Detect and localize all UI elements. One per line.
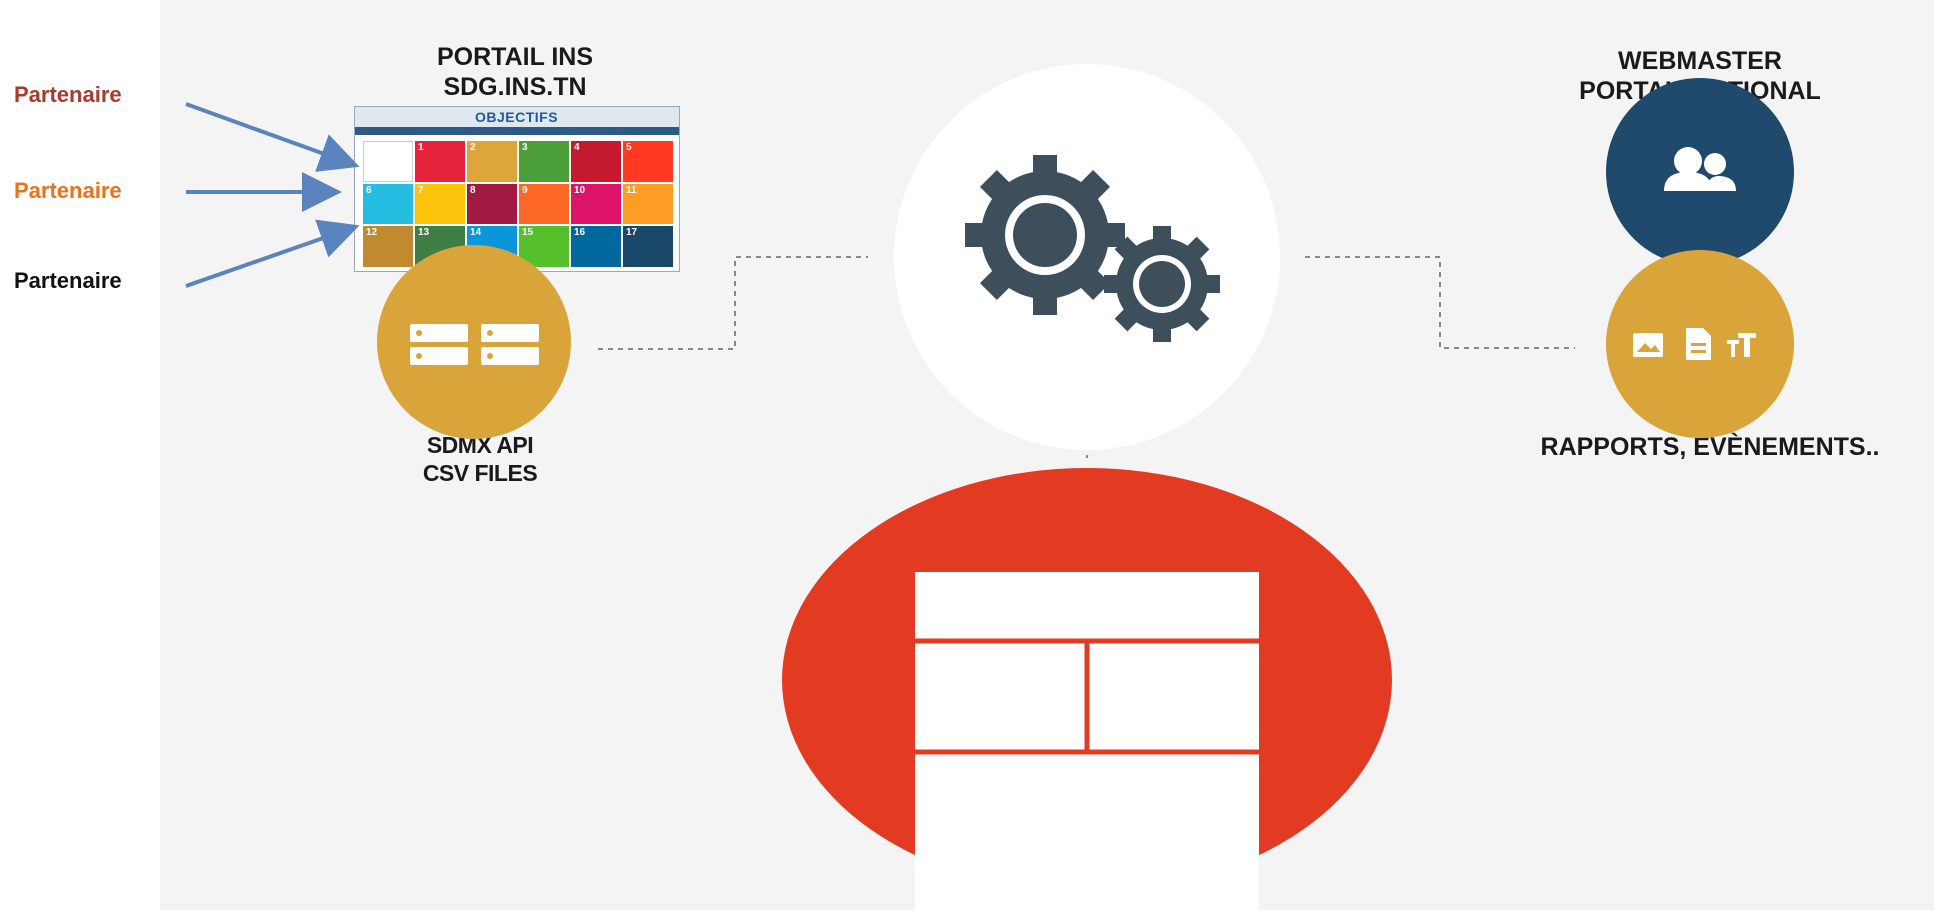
- sdg-tile: 2: [467, 141, 517, 182]
- sdg-tile: 17: [623, 226, 673, 267]
- sdg-tile-number: 11: [626, 184, 637, 196]
- sdg-tile-number: 12: [366, 227, 378, 239]
- ins-portal-title-line2: SDG.INS.TN: [443, 73, 587, 101]
- sdg-tile: 5: [623, 141, 673, 182]
- sdg-tile: 14: [467, 226, 517, 267]
- sdg-tile-number: 7: [418, 184, 424, 196]
- thumbnail-header: [355, 107, 679, 127]
- data-source-label: SDMX API CSV FILES: [380, 432, 580, 487]
- webmaster-title-line1: WEBMASTER: [1618, 47, 1782, 75]
- thumbnail-nav: [355, 127, 679, 135]
- sdg-tile-number: 14: [470, 227, 482, 239]
- webmaster-title-line2: PORTAIL NATIONAL: [1579, 77, 1821, 105]
- thumbnail-heading: OBJECTIFS: [475, 109, 559, 125]
- sdg-tile-number: 9: [522, 184, 528, 196]
- data-source-line1: SDMX API: [426, 432, 534, 458]
- sdg-tile: 3: [519, 141, 569, 182]
- sdg-tile-number: 13: [418, 227, 430, 239]
- sdg-tile-number: 10: [574, 184, 586, 196]
- national-portal-label: PORTAIL NATIONAL: [954, 883, 1196, 911]
- sdg-tile-number: 15: [522, 227, 534, 239]
- sdg-tile: 8: [467, 183, 517, 225]
- sdg-tile: 7: [415, 183, 465, 225]
- sdg-tile-number: 16: [574, 227, 586, 239]
- ins-portal-title: PORTAIL INS SDG.INS.TN: [330, 42, 700, 102]
- partner-label-1: Partenaire: [14, 82, 122, 107]
- sdg-tile-number: 5: [626, 142, 632, 153]
- sdg-tile: 6: [363, 183, 413, 225]
- sdg-tile-number: 3: [522, 142, 528, 153]
- sdg-tile-number: 17: [626, 227, 638, 239]
- ins-portal-title-line1: PORTAIL INS: [436, 43, 594, 71]
- sdg-tile-number: 8: [470, 184, 476, 196]
- content-label: RAPPORTS, ÉVÈNEMENTS..: [1540, 433, 1880, 461]
- partner-label-2: Partenaire: [14, 178, 122, 203]
- sdg-tile: 4: [571, 141, 621, 182]
- sdg-tile: 16: [571, 226, 621, 267]
- sdg-tile: 10: [571, 183, 621, 225]
- sdg-tile: 13: [415, 226, 465, 267]
- sdg-tile: 15: [519, 226, 569, 267]
- sdg-tile: 9: [519, 183, 569, 225]
- sdg-tile-number: 2: [470, 142, 476, 153]
- sdg-tile-number: 1: [418, 142, 424, 153]
- sdg-tile: 12: [363, 226, 413, 267]
- sdg-tile-number: 4: [574, 142, 580, 153]
- webmaster-title: WEBMASTER PORTAIL NATIONAL: [1530, 46, 1870, 106]
- sdg-tile-number: 6: [366, 184, 372, 196]
- sdg-tile: 1: [415, 141, 465, 182]
- partner-label-3: Partenaire: [14, 268, 122, 293]
- sdg-tile: 11: [623, 183, 673, 225]
- sdg-tile: [363, 141, 413, 182]
- data-source-line2: CSV FILES: [422, 459, 538, 486]
